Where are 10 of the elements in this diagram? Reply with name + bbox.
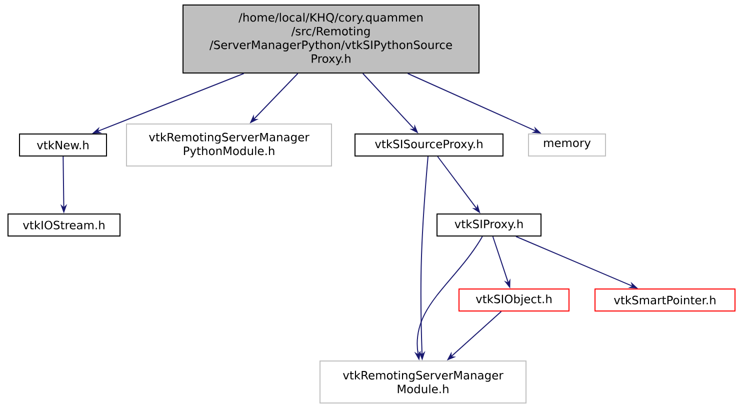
header-file-box: vtkIOStream.h (8, 214, 120, 236)
header-file-box: vtkSISourceProxy.h (354, 134, 504, 156)
header-file-box: vtkSIProxy.h (436, 214, 542, 236)
header-file-box: vtkSmartPointer.h (594, 288, 736, 312)
header-file-box: vtkRemotingServerManager PythonModule.h (126, 124, 332, 166)
header-file-box: vtkRemotingServerManager Module.h (320, 360, 526, 404)
header-file-box: vtkSIObject.h (458, 288, 570, 312)
header-file-box: vtkNew.h (19, 134, 107, 156)
header-file-box: memory (528, 134, 606, 156)
header-file-box: /home/local/KHQ/cory.quammen /src/Remoting /ServerManagerPython/vtkSIPythonSource Proxy.h (182, 4, 480, 74)
